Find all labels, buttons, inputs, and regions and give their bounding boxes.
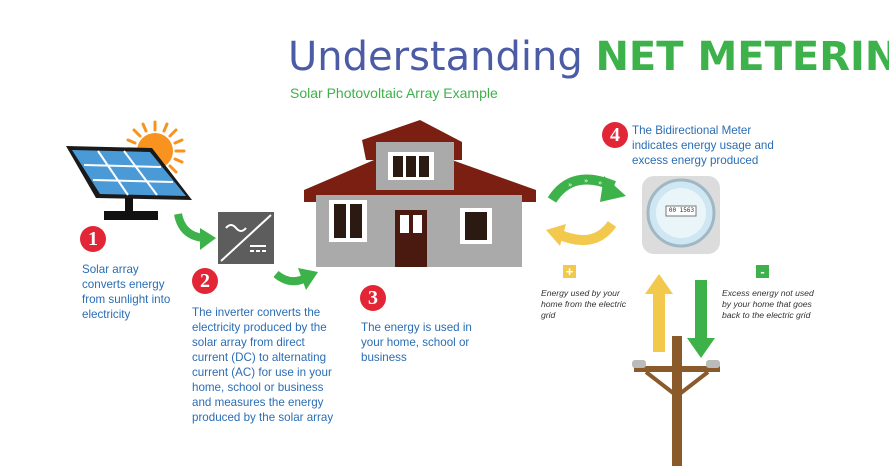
cycle-arrows-icon: » » » xyxy=(546,174,626,246)
step-2-badge: 2 xyxy=(192,268,218,294)
house-icon xyxy=(304,120,536,267)
page-title: Understanding NET METERING xyxy=(288,34,889,80)
grid-down-arrow-icon xyxy=(687,280,715,358)
plus-sign-icon: + xyxy=(563,265,576,278)
utility-pole-icon xyxy=(632,336,720,466)
title-part-2: NET METERING xyxy=(595,34,889,80)
title-part-1: Understanding xyxy=(288,34,583,80)
step-2-text: The inverter converts the electricity pr… xyxy=(192,306,334,424)
step-1-text: Solar array converts energy from sunligh… xyxy=(82,263,171,321)
step-3-badge: 3 xyxy=(360,285,386,311)
grid-up-arrow-icon xyxy=(645,274,673,352)
energy-used-text: Energy used by your home from the electr… xyxy=(541,288,627,320)
inverter-icon xyxy=(218,212,274,264)
sun-icon xyxy=(124,120,186,182)
subtitle: Solar Photovoltaic Array Example xyxy=(290,85,498,101)
step-1-badge: 1 xyxy=(80,226,106,252)
step-4-text: The Bidirectional Meter indicates energy… xyxy=(632,124,774,167)
svg-text:»: » xyxy=(598,179,602,187)
energy-excess-text: Excess energy not used by your home that… xyxy=(722,288,814,320)
meter-display: 00 1563 xyxy=(668,207,695,214)
step-4-badge: 4 xyxy=(602,122,628,148)
step-3-text: The energy is used in your home, school … xyxy=(361,321,472,364)
svg-text:»: » xyxy=(568,181,572,189)
minus-sign-icon: - xyxy=(756,265,769,278)
arrow-icon xyxy=(174,213,216,250)
arrow-icon xyxy=(273,268,318,290)
meter-icon xyxy=(642,176,720,254)
svg-text:»: » xyxy=(584,177,588,185)
